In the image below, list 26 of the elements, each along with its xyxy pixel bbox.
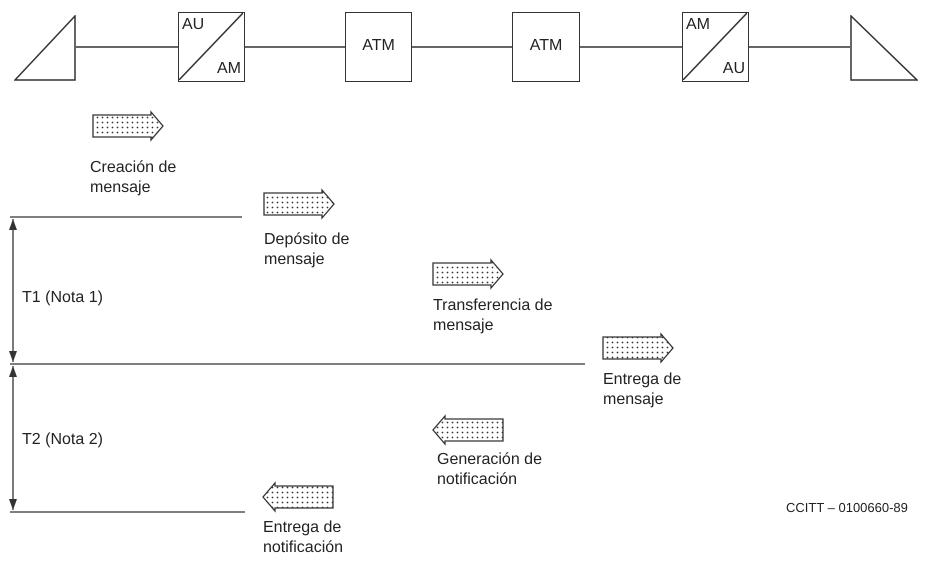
connection-line <box>580 46 682 48</box>
step-label: Entrega de mensaje <box>603 370 682 410</box>
step-label: Entrega de notificación <box>263 518 344 558</box>
converter-box <box>178 12 245 82</box>
box-label: AM <box>686 16 710 34</box>
connection-line <box>76 46 178 48</box>
box-label: ATM <box>361 37 396 55</box>
triangle-symbol <box>14 15 76 81</box>
step-label: Generación de notificación <box>437 450 543 490</box>
box-label: AM <box>217 60 241 78</box>
connection-line <box>412 46 512 48</box>
switch-box <box>512 12 580 82</box>
connection-line <box>245 46 345 48</box>
box-label: AU <box>182 16 204 34</box>
step-label: Creación de mensaje <box>90 158 178 198</box>
switch-box <box>345 12 412 82</box>
interval-label: T2 (Nota 2) <box>22 430 104 450</box>
connection-line <box>749 46 850 48</box>
converter-box <box>682 12 749 82</box>
triangle-symbol <box>850 15 918 81</box>
interval-label: T1 (Nota 1) <box>22 288 104 308</box>
box-label: AU <box>722 60 745 78</box>
box-label: ATM <box>528 37 564 55</box>
step-label: Transferencia de mensaje <box>433 296 554 336</box>
step-label: Depósito de mensaje <box>264 230 350 270</box>
reference-code: CCITT – 0100660-89 <box>786 499 909 517</box>
